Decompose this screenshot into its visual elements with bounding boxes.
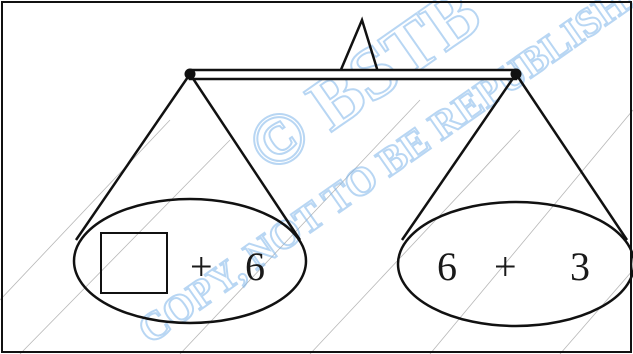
right-string-outer xyxy=(516,74,627,240)
hatch-line xyxy=(430,110,633,354)
right-number-b: 3 xyxy=(570,244,590,289)
right-number-a: 6 xyxy=(437,244,457,289)
watermark: © BSTB COPY, NOT TO BE REPUBLISHED xyxy=(129,0,633,352)
left-plus-sign: + xyxy=(190,244,213,289)
balance-beam xyxy=(190,70,516,79)
hatch-line xyxy=(0,120,170,300)
left-number: 6 xyxy=(245,244,265,289)
right-plus-sign: + xyxy=(494,244,517,289)
left-string-outer xyxy=(76,74,190,240)
unknown-box xyxy=(101,233,167,293)
